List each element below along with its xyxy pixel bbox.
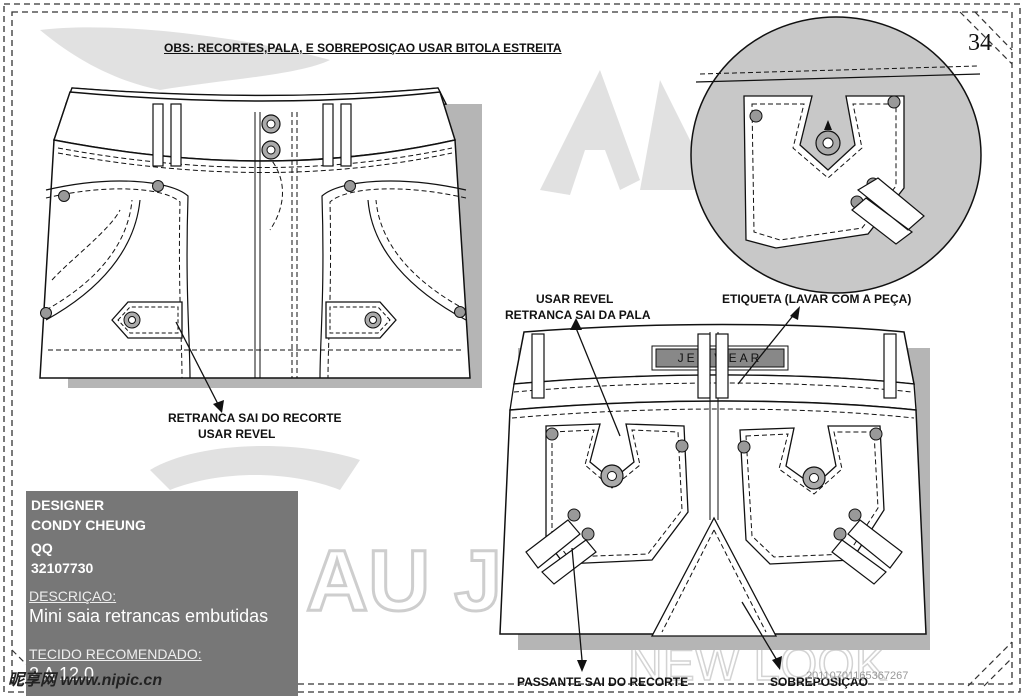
front-callout-line2: USAR REVEL (198, 427, 276, 441)
front-callout-line1: RETRANCA SAI DO RECORTE (168, 411, 342, 425)
fabric-value: 2 A 12.0 (29, 664, 95, 684)
site-watermark-id: 20110701165367267 (806, 670, 909, 682)
site-watermark: 昵享网 www.nipic.cn (8, 672, 163, 689)
back-pocket-left (525, 423, 689, 585)
front-skirt-view (39, 87, 482, 413)
qq-heading: QQ (31, 540, 53, 556)
back-belt-loops (531, 333, 897, 399)
back-callout-label: ETIQUETA (LAVAR COM A PEÇA) (722, 292, 912, 306)
back-pocket-right (737, 425, 903, 585)
designer-heading: DESIGNER (31, 497, 105, 513)
dashed-frame (3, 3, 1021, 693)
front-belt-loops (152, 103, 352, 167)
back-callout-overlap: SOBREPOSIÇAO (770, 675, 869, 689)
fabric-heading: TECIDO RECOMENDADO: (29, 646, 202, 662)
front-tab-left (111, 301, 183, 339)
page-number: 34 (968, 30, 992, 56)
detail-zoom-circle (690, 16, 982, 294)
callout-leaders (571, 311, 797, 663)
description-text: Mini saia retrancas embutidas (29, 606, 269, 626)
header-note: OBS: RECORTES,PALA, E SOBREPOSIÇAO USAR … (164, 41, 562, 55)
description-heading: DESCRIÇAO: (29, 588, 117, 604)
qq-number: 32107730 (31, 560, 94, 576)
front-buttons (261, 114, 281, 160)
back-callout-passante: PASSANTE SAI DO RECORTE (517, 675, 689, 689)
front-rivets (40, 180, 466, 319)
back-skirt-view: JEA WEAR (499, 306, 930, 672)
back-callout-revel-line1: USAR REVEL (536, 292, 614, 306)
back-callout-revel-line2: RETRANCA SAI DA PALA (505, 308, 651, 322)
designer-info-panel: DESIGNER CONDY CHEUNG QQ 32107730 DESCRI… (26, 491, 298, 696)
designer-name: CONDY CHEUNG (31, 517, 146, 533)
front-tab-right (325, 301, 397, 339)
